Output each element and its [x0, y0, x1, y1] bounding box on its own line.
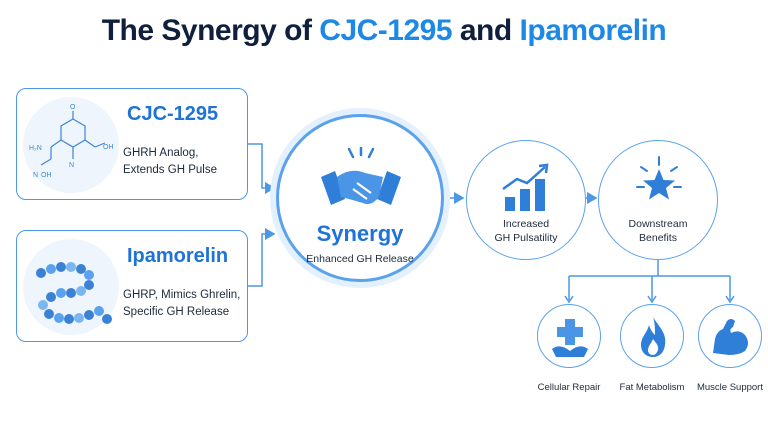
- molecule-label-oh: OH: [103, 144, 114, 151]
- pulsatility-node: Increased GH Pulsatility: [466, 140, 586, 260]
- title-highlight-ipamorelin: Ipamorelin: [519, 14, 667, 47]
- connector-cjc-to-synergy: [248, 143, 276, 194]
- ipamorelin-desc-line1: GHRP, Mimics Ghrelin,: [123, 289, 241, 301]
- pulsatility-line2: GH Pulsatility: [494, 232, 558, 244]
- benefit-muscle-support: [698, 304, 762, 368]
- connector-benefits-branch: [568, 260, 731, 300]
- molecule-illustration: O H₂N OH OH N N: [23, 97, 119, 193]
- downstream-line1: Downstream: [628, 218, 688, 230]
- title-prefix: The Synergy of: [101, 14, 320, 47]
- ipamorelin-desc-line2: Specific GH Release: [123, 306, 230, 318]
- synergy-sublabel: Enhanced GH Release: [306, 253, 414, 265]
- benefit-fat-metabolism: [620, 304, 684, 368]
- medical-cross-hands-icon: [552, 319, 588, 357]
- flame-icon: [641, 317, 666, 357]
- synergy-label: Synergy: [316, 221, 404, 246]
- cjc-desc-line1: GHRH Analog,: [123, 147, 199, 159]
- ipamorelin-name: Ipamorelin: [127, 245, 229, 267]
- peptide-chain-icon: [36, 262, 112, 324]
- downstream-line2: Benefits: [639, 232, 677, 244]
- benefit-label-muscle-support: Muscle Support: [696, 382, 763, 393]
- title-highlight-cjc: CJC-1295: [319, 14, 453, 47]
- benefit-label-cellular-repair: Cellular Repair: [537, 382, 601, 393]
- ipamorelin-description: GHRP, Mimics Ghrelin, Specific GH Releas…: [123, 287, 240, 321]
- synergy-node: Synergy Enhanced GH Release: [276, 114, 444, 282]
- connector-ipamorelin-to-synergy: [248, 228, 276, 287]
- molecule-label-o-top: O: [70, 104, 76, 111]
- downstream-benefits-label: Downstream Benefits: [599, 217, 717, 245]
- molecule-structure-icon: O H₂N OH OH N N: [29, 104, 114, 179]
- cjc-desc-line2: Extends GH Pulse: [123, 164, 217, 176]
- benefit-label-fat-metabolism: Fat Metabolism: [619, 382, 685, 393]
- card-cjc-1295: O H₂N OH OH N N CJC-1295 GHRH Analog, Ex…: [16, 88, 248, 200]
- downstream-benefits-node: Downstream Benefits: [598, 140, 718, 260]
- title-middle: and: [452, 14, 520, 47]
- cjc-1295-name: CJC-1295: [127, 103, 219, 125]
- molecule-label-n-mid: N: [69, 162, 74, 169]
- pulsatility-label: Increased GH Pulsatility: [467, 217, 585, 245]
- bar-chart-growth-icon: [502, 163, 549, 211]
- molecule-label-n: N: [33, 172, 38, 179]
- benefit-cellular-repair: [537, 304, 601, 368]
- pulsatility-line1: Increased: [502, 218, 550, 230]
- molecule-label-oh-bottom: OH: [41, 172, 52, 179]
- star-burst-icon: [636, 156, 682, 200]
- handshake-icon: [321, 147, 401, 205]
- flexed-arm-icon: [713, 319, 748, 355]
- cjc-1295-description: GHRH Analog, Extends GH Pulse: [123, 145, 217, 179]
- peptide-chain-illustration: [23, 239, 119, 335]
- page-title: The Synergy of CJC-1295 and Ipamorelin: [0, 14, 768, 48]
- card-ipamorelin: Ipamorelin GHRP, Mimics Ghrelin, Specifi…: [16, 230, 248, 342]
- molecule-label-h2n: H₂N: [29, 145, 42, 152]
